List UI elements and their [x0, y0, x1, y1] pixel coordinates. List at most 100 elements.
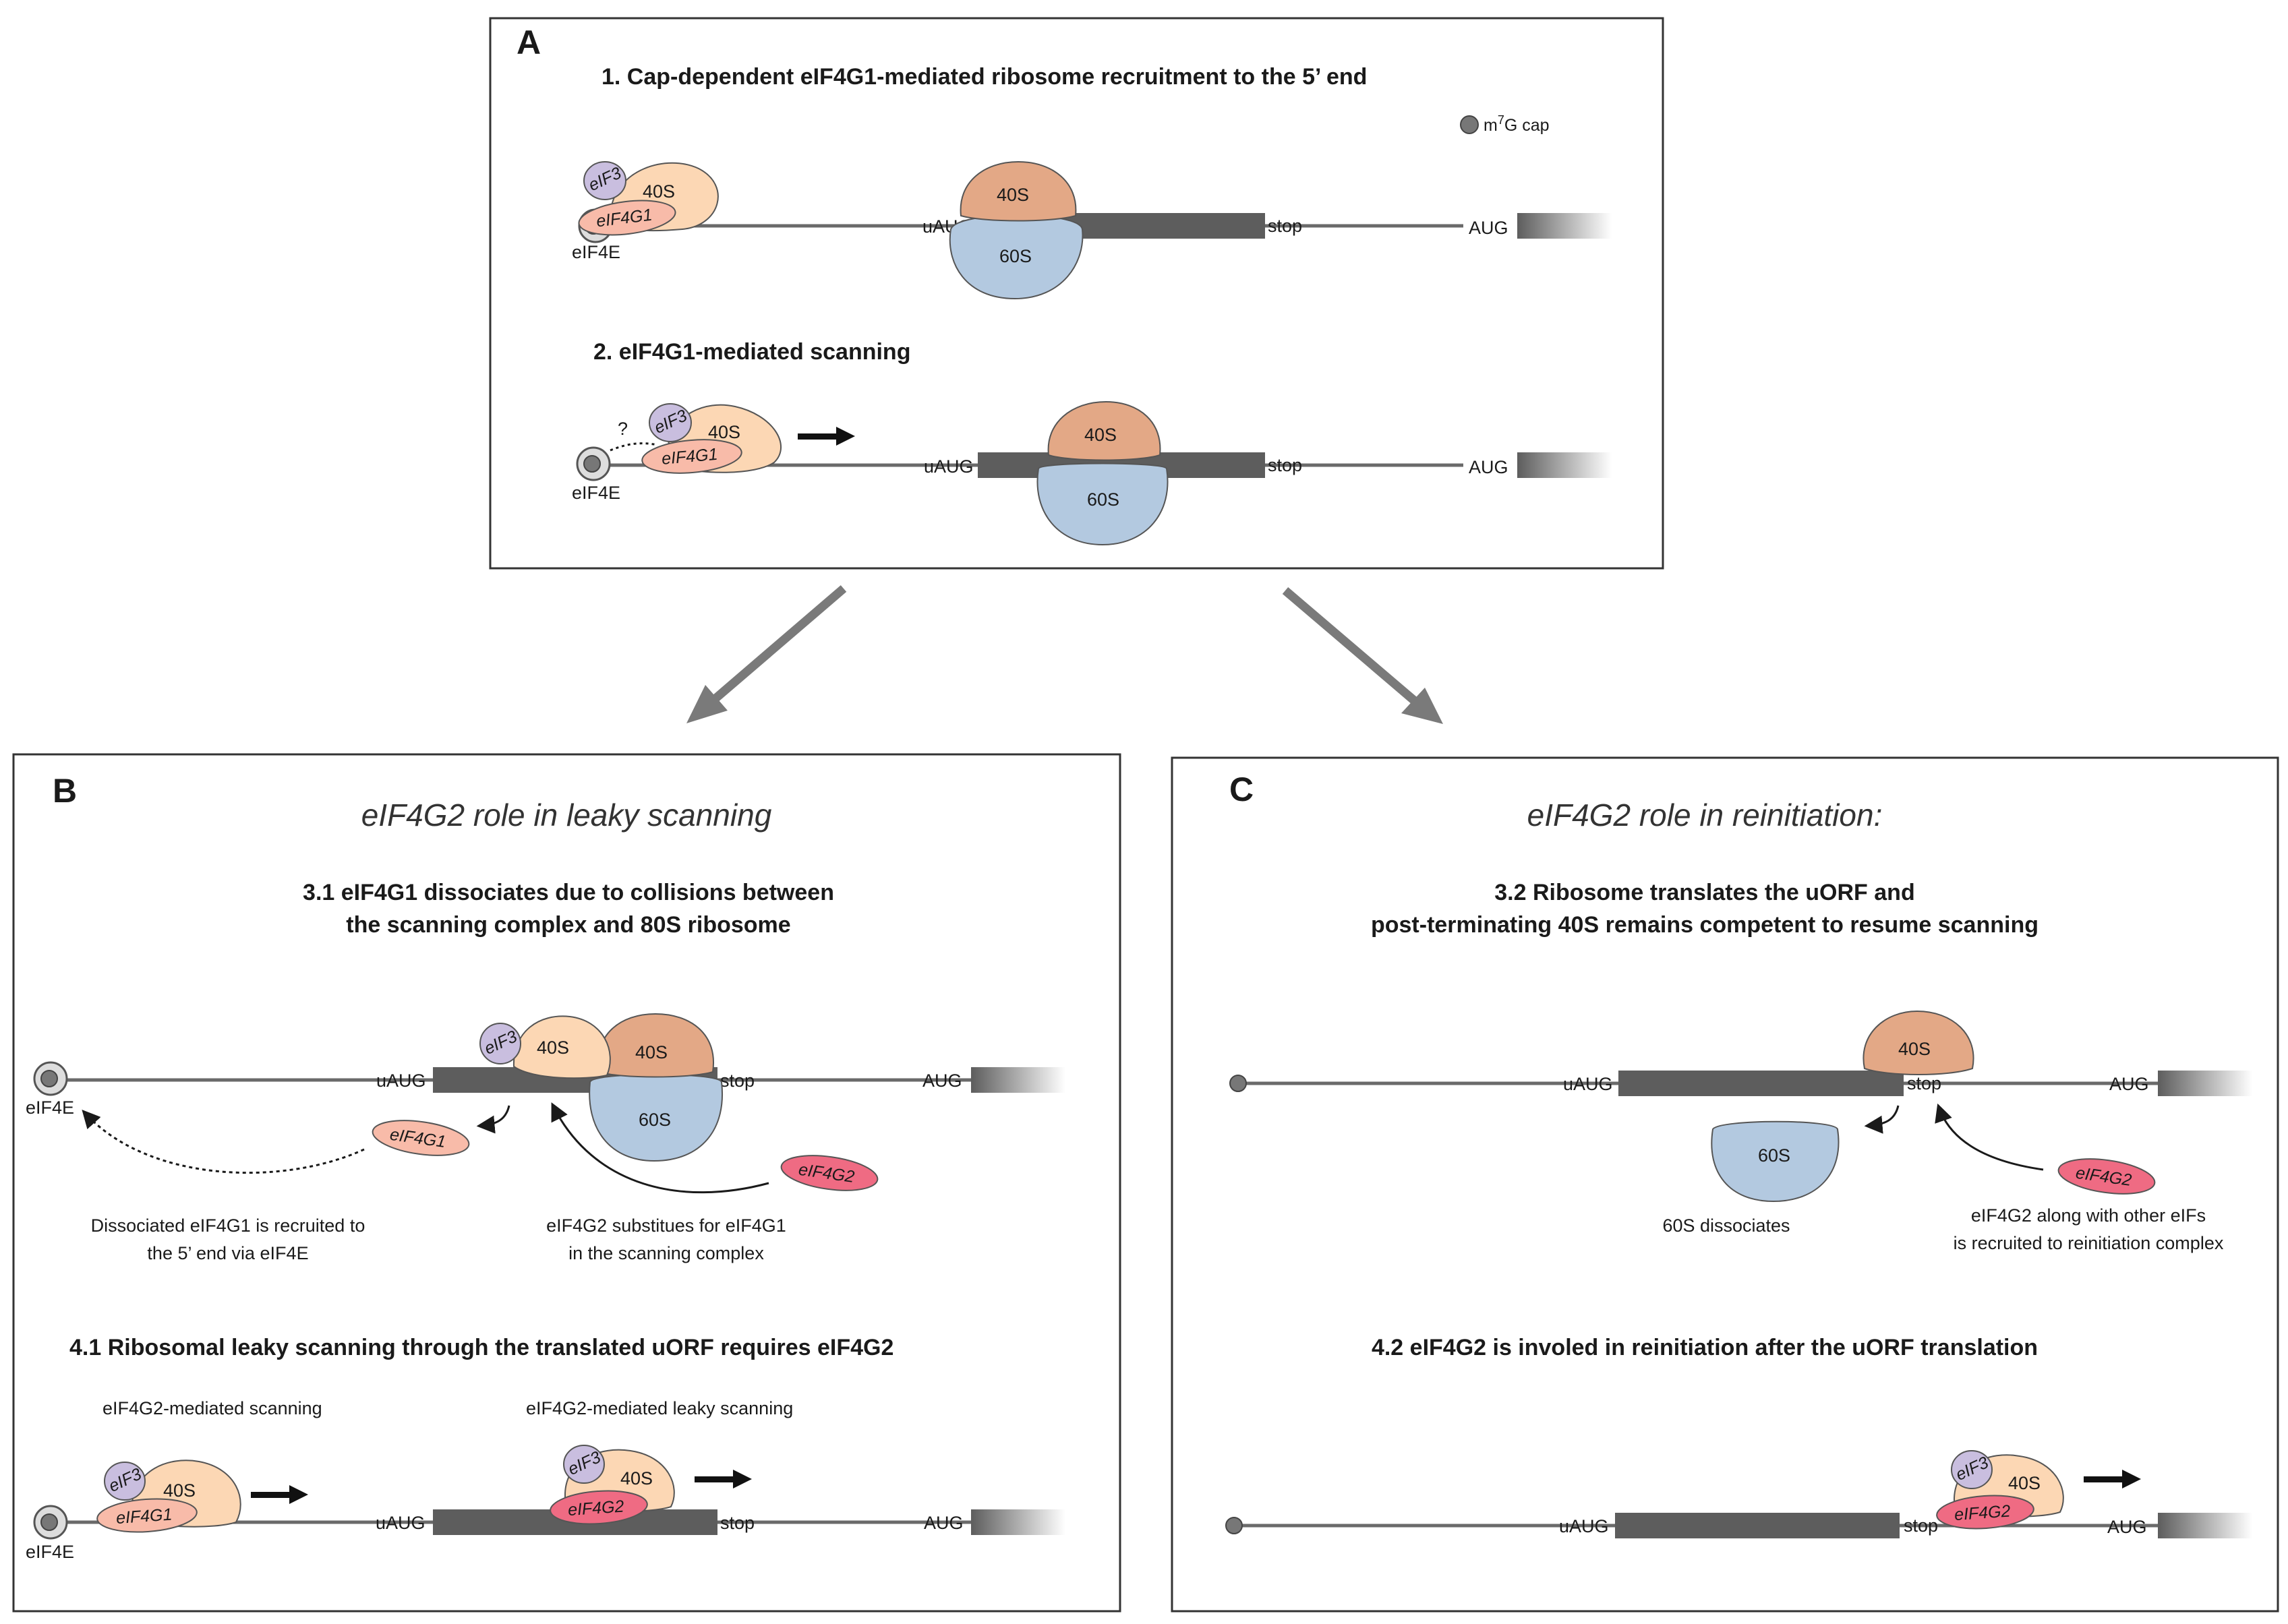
flow-arrow-to-b	[686, 585, 847, 723]
eif4g2-label: eIF4G2	[567, 1497, 624, 1520]
uaug-label: uAUG	[376, 1071, 426, 1091]
eif4e-label: eIF4E	[26, 1542, 74, 1562]
ribosome-40s-translating-label: 40S	[1898, 1039, 1931, 1059]
eif4e-label: eIF4E	[572, 242, 620, 262]
step1-title: 1. Cap-dependent eIF4G1-mediated ribosom…	[602, 64, 1367, 90]
eif4g2-label: eIF4G2	[1954, 1501, 2011, 1524]
eif4g1-dissociated	[372, 1120, 470, 1156]
eif4g2-factor	[550, 1490, 648, 1525]
scanning-direction-arrow	[798, 427, 855, 446]
eif4g2-factor	[780, 1155, 879, 1191]
step32-title-line1: 3.2 Ribosome translates the uORF and	[1494, 880, 1914, 905]
eif3-factor	[583, 161, 626, 200]
60s-release-arrow	[1864, 1105, 1900, 1134]
uaug-label: uAUG	[924, 456, 974, 477]
ribosome-40s-translating	[597, 1013, 715, 1078]
caption-right-line2: is recruited to reinitiation complex	[1954, 1233, 2224, 1253]
legend-cap-text: m7G cap	[1484, 113, 1550, 135]
row-b1-mrna: uAUG stop AUG eIF4E 40S 60S 40S eIF3 eIF…	[26, 1013, 1065, 1194]
caption-right-line1: eIF4G2 substitues for eIF4G1	[546, 1215, 786, 1236]
eif4e-label: eIF4E	[572, 483, 620, 503]
row1-mrna: uAUG stop AUG eIF4E 40S eIF3 eIF4G1 40S …	[572, 160, 1612, 300]
eif3-factor	[479, 1023, 521, 1064]
step32-title-line2: post-terminating 40S remains competent t…	[1371, 912, 2038, 938]
scanning-direction-arrow	[2084, 1470, 2141, 1488]
caption-left-line1: Dissociated eIF4G1 is recruited to	[91, 1215, 365, 1236]
uaug-label: uAUG	[1559, 1516, 1609, 1536]
stop-label: stop	[720, 1513, 755, 1533]
cds-bar	[1517, 452, 1612, 478]
cds-bar	[2158, 1513, 2252, 1538]
sub-right: eIF4G2-mediated leaky scanning	[526, 1398, 793, 1418]
ribosome-60s-label: 60S	[1758, 1145, 1790, 1166]
panel-a: A 1. Cap-dependent eIF4G1-mediated ribos…	[489, 17, 1664, 570]
ribosome-40s-label: 40S	[620, 1468, 653, 1488]
eif4g1-label: eIF4G1	[115, 1505, 173, 1528]
eif4g2-factor	[1936, 1495, 2034, 1530]
eif3-factor	[649, 403, 692, 442]
flow-arrow-to-c	[1282, 587, 1443, 724]
eif3-factor	[104, 1462, 146, 1501]
row-c2-mrna: uAUG stop AUG 40S eIF3 eIF4G2	[1225, 1450, 2252, 1538]
ribosome-40s-label: 40S	[643, 181, 675, 202]
eif4g2-recruit-arrow	[551, 1102, 769, 1194]
sub-left: eIF4G2-mediated scanning	[102, 1398, 322, 1418]
dissociation-link	[610, 442, 658, 452]
ribosome-60s-label: 60S	[999, 246, 1032, 266]
ribosome-40s-translating	[1047, 400, 1161, 461]
panel-c-subtitle: eIF4G2 role in reinitiation:	[1527, 798, 1883, 833]
uaug-label: uAUG	[376, 1513, 426, 1533]
aug-label: AUG	[1469, 218, 1508, 238]
cds-bar	[971, 1067, 1065, 1093]
panel-b: B eIF4G2 role in leaky scanning 3.1 eIF4…	[12, 753, 1121, 1613]
eif4g1-release-arrow	[476, 1105, 510, 1134]
legend-cap-sup: 7	[1498, 113, 1504, 127]
caption-left-line2: the 5’ end via eIF4E	[147, 1243, 308, 1263]
step2-title: 2. eIF4G1-mediated scanning	[593, 339, 910, 365]
eif4g2-recruit-arrow	[1935, 1103, 2044, 1171]
ribosome-60s-label: 60S	[1087, 489, 1119, 510]
stop-label: stop	[1907, 1073, 1941, 1093]
step31-title-line1: 3.1 eIF4G1 dissociates due to collisions…	[303, 880, 834, 905]
cds-bar	[1517, 213, 1612, 239]
legend-cap: m7G cap	[1460, 113, 1550, 135]
m7g-cap	[1225, 1517, 1243, 1534]
question-mark: ?	[618, 419, 628, 439]
flow-arrows	[686, 585, 1443, 724]
ribosome-40s-label: 40S	[708, 422, 740, 442]
eif3-factor	[563, 1445, 605, 1484]
ribosome-60s-label: 60S	[639, 1110, 671, 1130]
row-b2-mrna: uAUG stop AUG eIF4E 40S eIF3 eIF4G1	[26, 1445, 1065, 1562]
ribosome-60s	[1711, 1120, 1840, 1203]
ribosome-40s-label: 40S	[2008, 1473, 2041, 1493]
row2-mrna: uAUG stop AUG eIF4E ? 40S eIF3 eIF4G1 40…	[572, 400, 1612, 546]
panel-a-letter: A	[517, 24, 541, 61]
panel-b-subtitle: eIF4G2 role in leaky scanning	[361, 798, 772, 833]
cds-bar	[971, 1509, 1065, 1535]
ribosome-40s-translating-label: 40S	[1084, 425, 1117, 445]
ribosome-60s	[1036, 462, 1169, 546]
panel-c-letter: C	[1229, 771, 1254, 808]
step31-title-line2: the scanning complex and 80S ribosome	[346, 912, 790, 938]
cap-legend-icon	[1460, 115, 1479, 134]
eif4e-label: eIF4E	[26, 1097, 74, 1118]
eif4g2-factor	[2057, 1158, 2156, 1195]
aug-label: AUG	[2109, 1074, 2149, 1094]
panel-b-letter: B	[53, 772, 77, 810]
eif4g1-factor	[578, 200, 676, 236]
stop-label: stop	[1268, 455, 1302, 475]
caption-left: 60S dissociates	[1662, 1215, 1790, 1236]
caption-right-line2: in the scanning complex	[568, 1243, 764, 1263]
eif4g1-to-cap-arrow	[82, 1109, 365, 1174]
panel-c: C eIF4G2 role in reinitiation: 3.2 Ribos…	[1171, 756, 2279, 1613]
m7g-cap	[1229, 1075, 1247, 1092]
ribosome-40s-label: 40S	[163, 1480, 196, 1501]
aug-label: AUG	[922, 1071, 962, 1091]
uorf-bar	[1618, 1071, 1904, 1096]
cap-eif4e	[33, 1505, 68, 1540]
ribosome-40s-translating	[960, 160, 1077, 222]
stop-label: stop	[1904, 1515, 1938, 1536]
aug-label: AUG	[2107, 1517, 2147, 1537]
cap-eif4e	[576, 446, 611, 481]
aug-label: AUG	[924, 1513, 964, 1533]
